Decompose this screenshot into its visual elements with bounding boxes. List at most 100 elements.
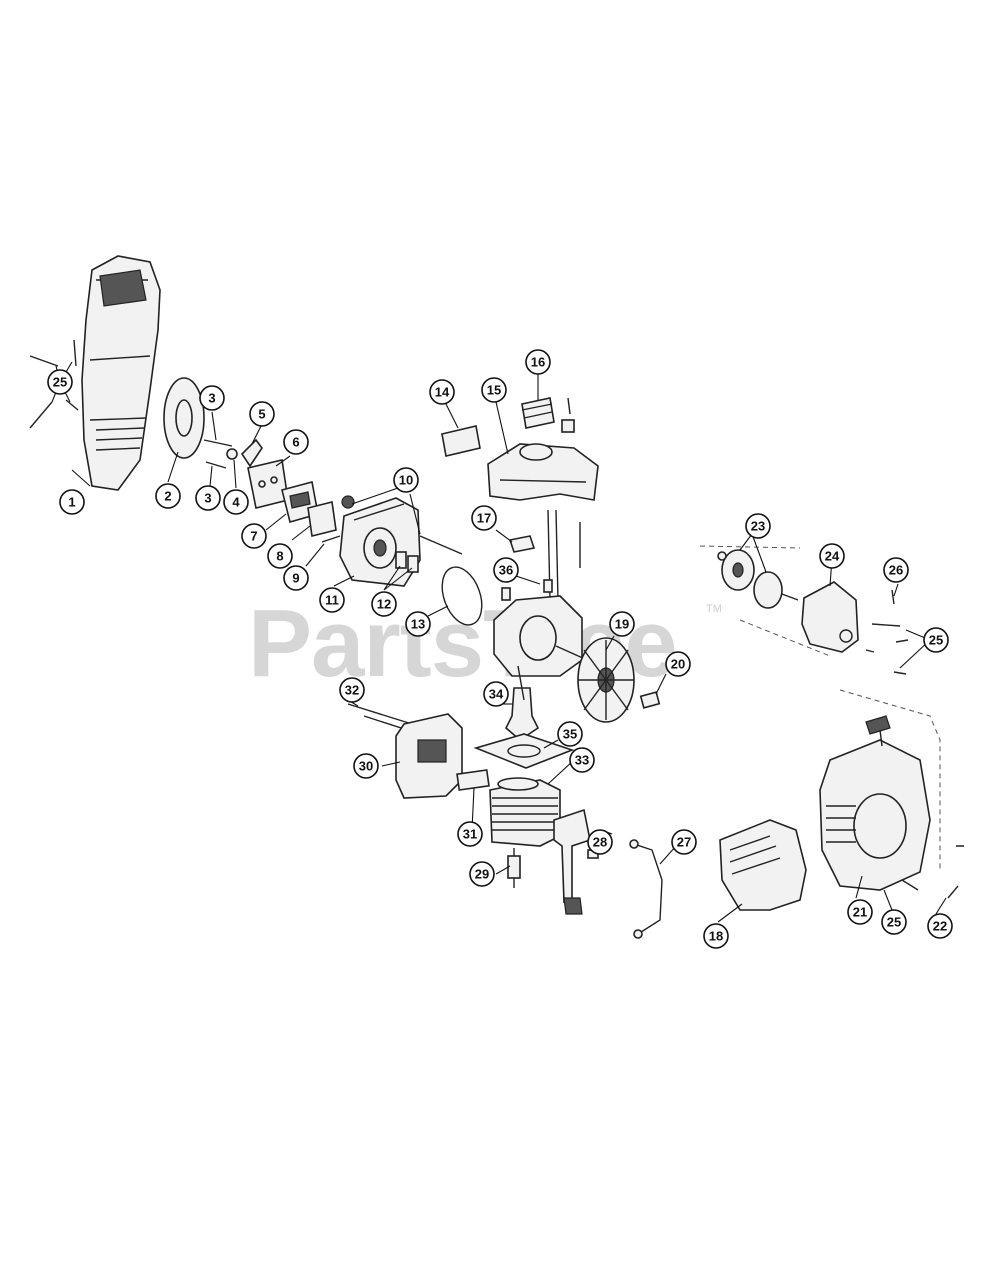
label-1: 1	[59, 489, 85, 515]
label-3a: 3	[199, 385, 225, 411]
part-24-clutch-housing	[801, 581, 859, 653]
label-6: 6	[283, 429, 309, 455]
svg-text:18: 18	[709, 929, 723, 944]
svg-text:27: 27	[677, 835, 691, 850]
label-14: 14	[429, 379, 455, 405]
svg-text:4: 4	[232, 495, 240, 510]
part-22-screws	[901, 845, 964, 899]
svg-text:10: 10	[399, 473, 413, 488]
label-11: 11	[319, 587, 345, 613]
svg-text:26: 26	[889, 563, 903, 578]
part-17-clip	[508, 535, 536, 553]
part-21-fan-housing	[819, 715, 931, 891]
part-34-connecting-rod	[505, 665, 540, 742]
part-28-ignition-coil	[553, 808, 613, 915]
part-23-clutch	[717, 549, 799, 609]
svg-text:3: 3	[204, 491, 211, 506]
label-3b: 3	[195, 485, 221, 511]
label-24: 24	[819, 543, 845, 569]
svg-text:23: 23	[751, 519, 765, 534]
label-29: 29	[469, 861, 495, 887]
part-20-nut	[639, 691, 661, 709]
label-17: 17	[471, 505, 497, 531]
svg-text:19: 19	[615, 617, 629, 632]
svg-text:16: 16	[531, 355, 545, 370]
label-31: 31	[457, 821, 483, 847]
svg-text:36: 36	[499, 563, 513, 578]
svg-text:25: 25	[887, 915, 901, 930]
svg-text:31: 31	[463, 827, 477, 842]
svg-text:21: 21	[853, 905, 867, 920]
part-27-wire	[629, 839, 663, 939]
svg-text:25: 25	[929, 633, 943, 648]
label-10: 10	[393, 467, 419, 493]
label-13: 13	[405, 611, 431, 637]
svg-text:24: 24	[825, 549, 840, 564]
svg-text:15: 15	[487, 383, 501, 398]
svg-text:13: 13	[411, 617, 425, 632]
svg-text:1: 1	[68, 495, 75, 510]
svg-text:22: 22	[933, 919, 947, 934]
part-33-cylinder	[489, 777, 561, 847]
svg-text:30: 30	[359, 759, 373, 774]
part-2-ring	[163, 377, 205, 459]
svg-text:6: 6	[292, 435, 299, 450]
label-28: 28	[587, 829, 613, 855]
label-22: 22	[927, 913, 953, 939]
part-19-flywheel	[577, 637, 635, 723]
label-23: 23	[745, 513, 771, 539]
svg-text:11: 11	[325, 593, 339, 608]
label-9: 9	[283, 565, 309, 591]
label-19: 19	[609, 611, 635, 637]
label-33: 33	[569, 747, 595, 773]
parts-3-4-5-bolts-clip	[203, 438, 263, 469]
part-13-oring	[441, 566, 483, 626]
label-7: 7	[241, 523, 267, 549]
part-15-fuel-tank	[487, 443, 599, 501]
svg-text:34: 34	[489, 687, 504, 702]
parts-25-26-screws-right	[865, 589, 909, 675]
label-18: 18	[703, 923, 729, 949]
label-2: 2	[155, 483, 181, 509]
part-6-gasket	[247, 459, 289, 509]
part-36-crankcase	[493, 579, 597, 677]
svg-text:29: 29	[475, 867, 489, 882]
watermark: PartsTree TM	[248, 590, 722, 697]
svg-text:33: 33	[575, 753, 589, 768]
label-8: 8	[267, 543, 293, 569]
part-8-gasket	[307, 501, 337, 537]
part-labels: 1 2 3 3 4 5 6 7 8 9 10 11 12 13 14 15 16…	[47, 349, 953, 949]
part-14-filter	[441, 425, 481, 457]
svg-text:7: 7	[250, 529, 257, 544]
label-27: 27	[671, 829, 697, 855]
svg-text:8: 8	[276, 549, 283, 564]
part-35-gasket	[473, 733, 575, 769]
label-35: 35	[557, 721, 583, 747]
label-20: 20	[665, 651, 691, 677]
label-21: 21	[847, 899, 873, 925]
label-4: 4	[223, 489, 249, 515]
part-25-screws-top-left	[29, 339, 79, 429]
part-16-fuel-cap	[521, 397, 575, 433]
label-32: 32	[339, 677, 365, 703]
part-18-cover	[719, 819, 807, 911]
svg-text:3: 3	[208, 391, 215, 406]
label-25a: 25	[47, 369, 73, 395]
label-36: 36	[493, 557, 519, 583]
svg-text:2: 2	[164, 489, 171, 504]
label-25b: 25	[923, 627, 949, 653]
svg-text:25: 25	[53, 375, 67, 390]
svg-text:20: 20	[671, 657, 685, 672]
label-30: 30	[353, 753, 379, 779]
part-31-gasket	[456, 769, 490, 791]
part-9-pin	[321, 535, 341, 543]
part-10-rod	[419, 535, 463, 555]
part-30-muffler	[395, 713, 463, 799]
part-12-screws	[395, 551, 419, 573]
assembly-guides	[699, 545, 941, 870]
svg-text:14: 14	[435, 385, 450, 400]
label-12: 12	[371, 591, 397, 617]
label-5: 5	[249, 401, 275, 427]
svg-text:9: 9	[292, 571, 299, 586]
